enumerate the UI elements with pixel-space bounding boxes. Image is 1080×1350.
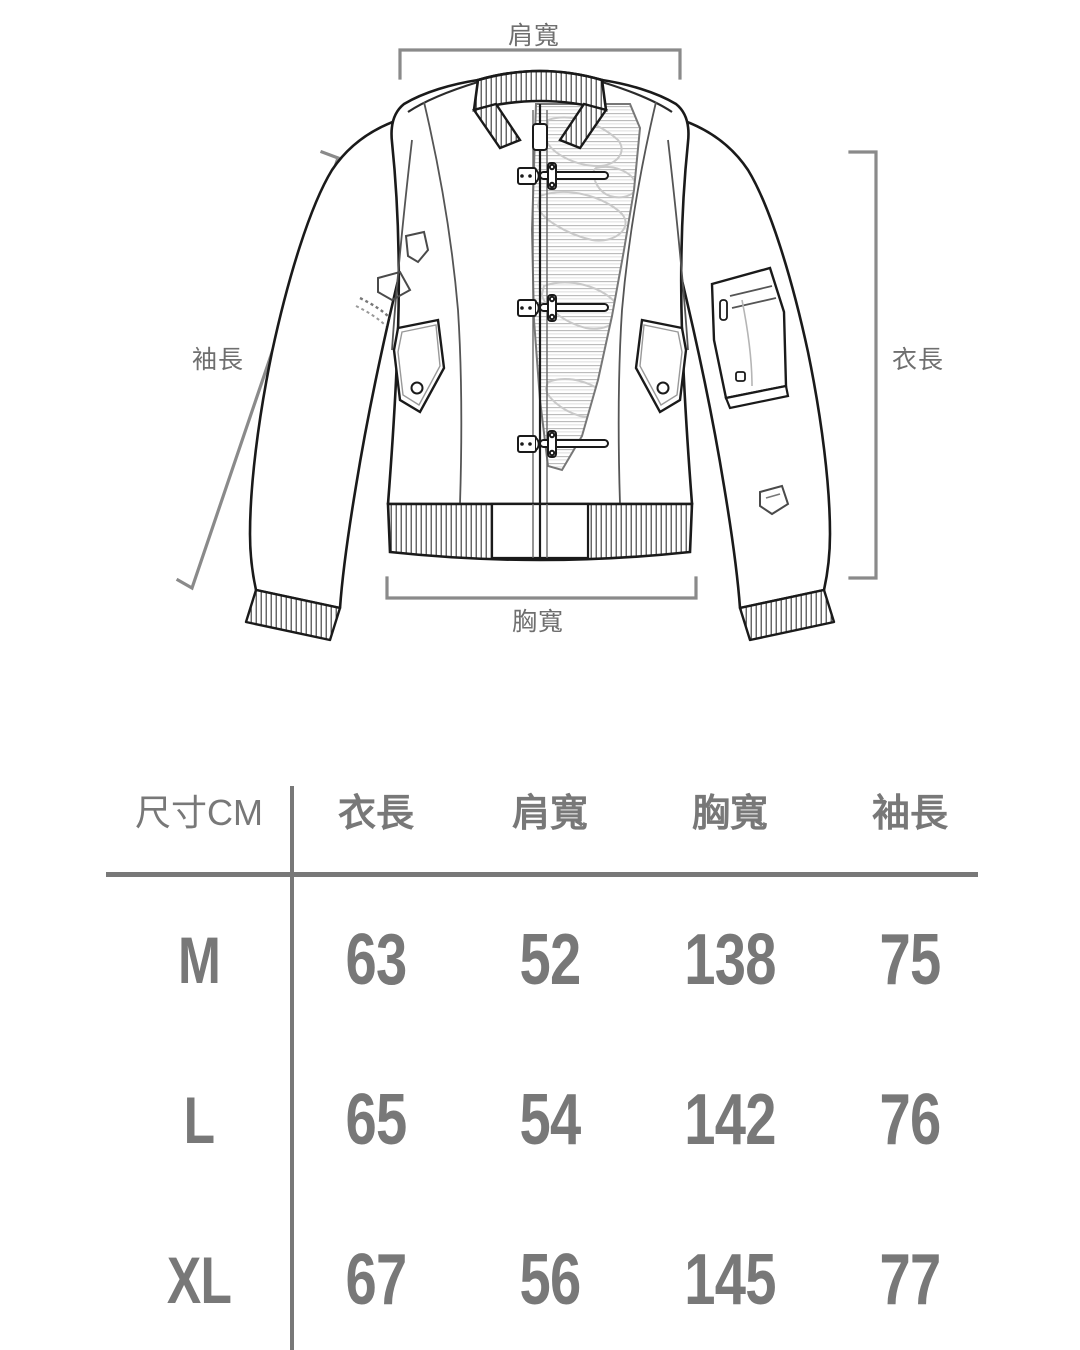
- table-row: XL 67 56 145 77: [0, 1240, 1080, 1320]
- cell-shoulder-width: 52: [519, 920, 582, 1000]
- table-column-divider: [290, 786, 294, 1350]
- header-size-unit: 尺寸CM: [135, 792, 263, 833]
- label-garment-length: 衣長: [892, 345, 945, 374]
- cell-sleeve-length: 77: [879, 1240, 942, 1320]
- row-spacer: [0, 920, 106, 1000]
- measurement-bracket-shoulder: [398, 48, 682, 80]
- garment-technical-drawing: 肩寬 袖長 衣長 胸寬: [175, 21, 945, 642]
- cell-size-label: XL: [166, 1243, 232, 1317]
- size-specification-table: 尺寸CM 衣長 肩寬 胸寬 袖長 M 63 52 138 75 L 65 54 …: [0, 760, 1080, 1350]
- cell-garment-length: 63: [345, 920, 408, 1000]
- cell-size-label: M: [177, 923, 221, 997]
- measurement-bracket-sleeve: [175, 149, 341, 591]
- header-shoulder-width: 肩寬: [511, 791, 588, 835]
- cell-size-label: L: [183, 1083, 215, 1157]
- cell-chest-width: 142: [684, 1080, 776, 1160]
- table-header-divider: [106, 872, 978, 877]
- cell-garment-length: 67: [345, 1240, 408, 1320]
- toggle-clasp-bottom: [517, 430, 609, 458]
- row-spacer: [0, 1080, 106, 1160]
- cell-garment-length: 65: [345, 1080, 408, 1160]
- header-spacer: [0, 782, 106, 844]
- toggle-clasp-middle: [517, 294, 609, 322]
- header-chest-width: 胸寬: [691, 791, 768, 835]
- sleeve-embroidery-graphic: [759, 484, 790, 516]
- toggle-clasp-top: [517, 162, 609, 190]
- row-spacer: [0, 1240, 106, 1320]
- cell-chest-width: 145: [684, 1240, 776, 1320]
- table-row: L 65 54 142 76: [0, 1080, 1080, 1160]
- table-header-row: 尺寸CM 衣長 肩寬 胸寬 袖長: [0, 782, 1080, 844]
- cell-sleeve-length: 76: [879, 1080, 942, 1160]
- cell-shoulder-width: 56: [519, 1240, 582, 1320]
- pocket-right: [634, 318, 688, 414]
- table-row: M 63 52 138 75: [0, 920, 1080, 1000]
- header-sleeve-length: 袖長: [871, 791, 948, 835]
- label-sleeve-length: 袖長: [192, 345, 245, 374]
- measurement-bracket-chest: [385, 576, 698, 600]
- cell-chest-width: 138: [684, 920, 776, 1000]
- header-garment-length: 衣長: [337, 791, 414, 835]
- cell-shoulder-width: 54: [519, 1080, 582, 1160]
- camo-panel-outline: [530, 103, 642, 472]
- collar-front-bands: [472, 102, 608, 150]
- sleeve-zip-pocket: [710, 266, 790, 410]
- label-shoulder-width: 肩寬: [508, 21, 561, 50]
- jacket-illustration-svg: [175, 48, 878, 642]
- chest-embroidery-graphic: [355, 230, 430, 327]
- ribbed-hem: [386, 502, 694, 562]
- measurement-bracket-length: [848, 150, 878, 580]
- shoulder-seams: [407, 80, 673, 113]
- label-chest-width: 胸寬: [512, 607, 565, 636]
- panel-seams: [391, 101, 689, 505]
- ribbed-collar: [472, 69, 608, 112]
- cell-sleeve-length: 75: [879, 920, 942, 1000]
- pocket-left: [392, 318, 446, 414]
